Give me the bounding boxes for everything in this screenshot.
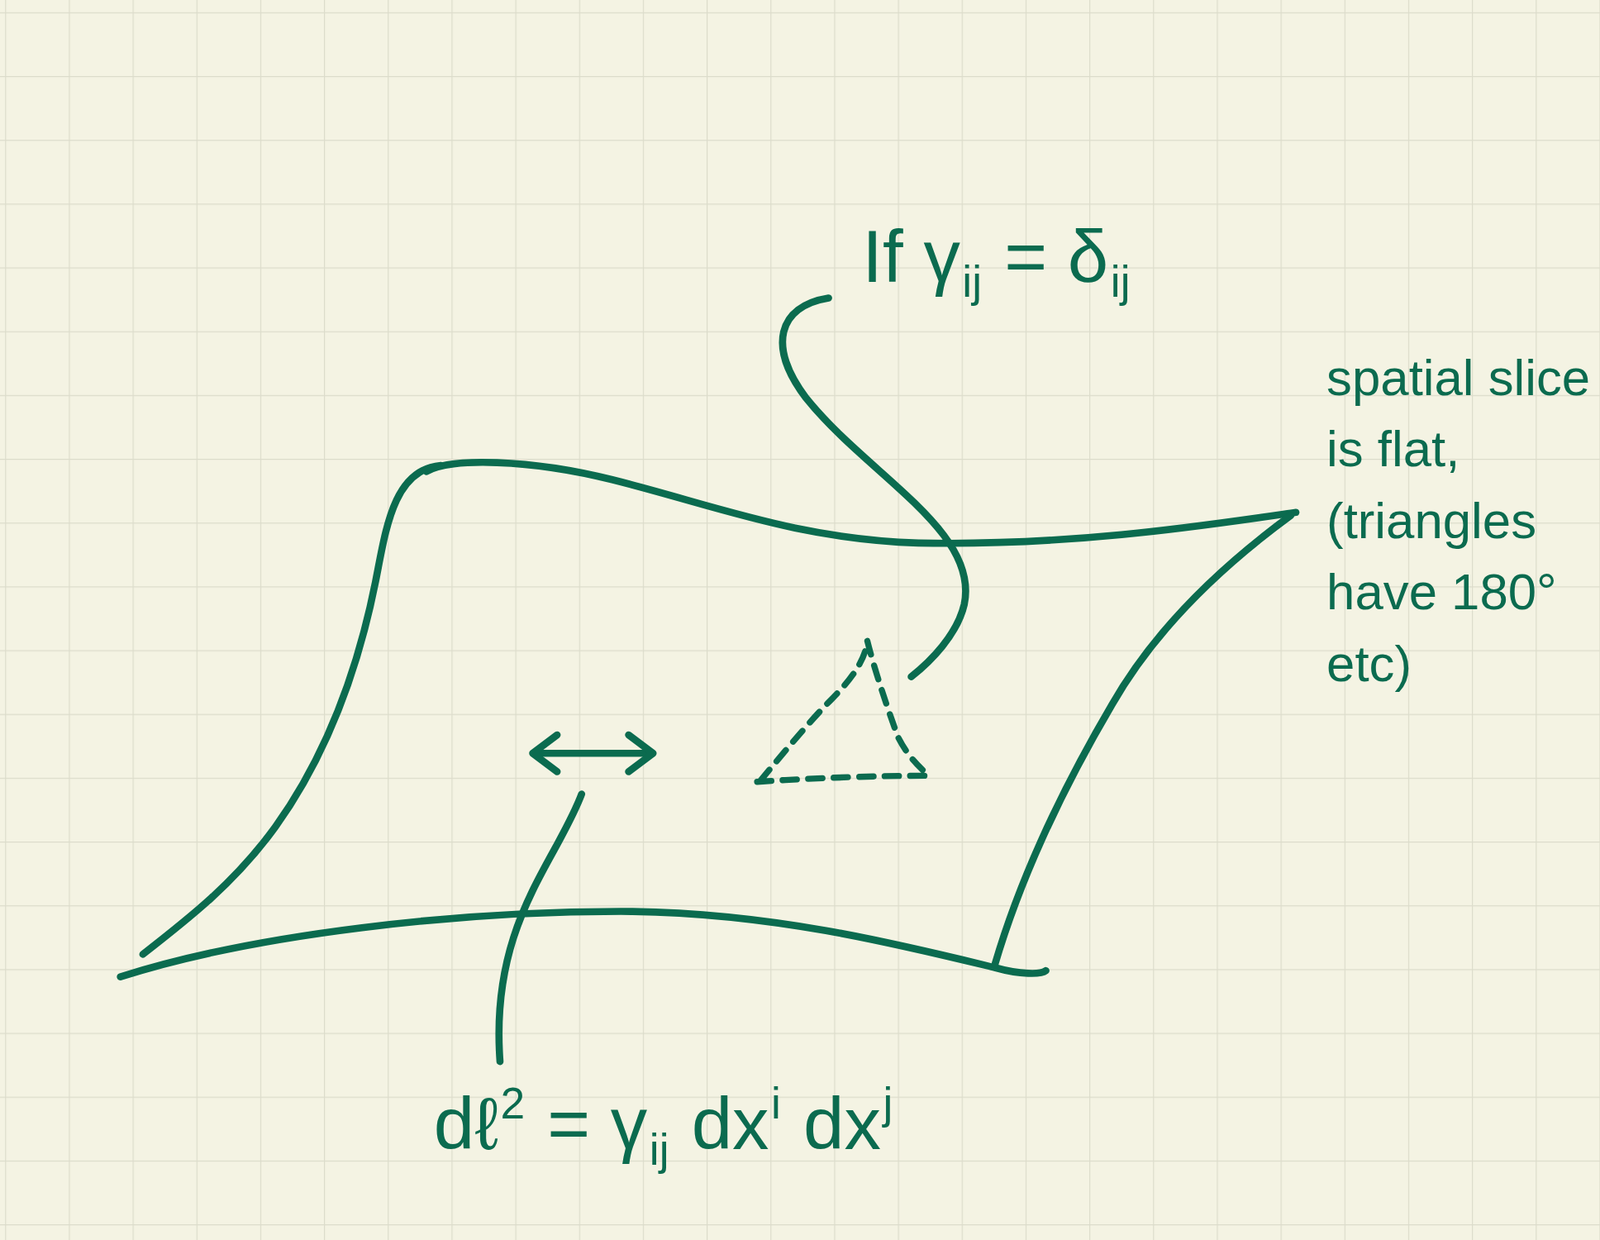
math-text: dx bbox=[803, 1079, 881, 1168]
flatness-note: spatial slice is flat, (triangles have 1… bbox=[979, 342, 1592, 843]
double-arrow bbox=[534, 749, 652, 758]
math-text: dℓ bbox=[433, 1079, 499, 1168]
note-text: spatial slice is flat, (triangles have 1… bbox=[1326, 348, 1591, 692]
sheet-right-edge bbox=[995, 515, 1291, 965]
leader-line bbox=[782, 298, 967, 677]
index-subscript: ij bbox=[961, 256, 982, 310]
sheet-bottom-edge bbox=[120, 911, 1047, 977]
leader-line bbox=[499, 794, 582, 1062]
math-text: = δ bbox=[1004, 212, 1109, 301]
index-superscript: i bbox=[771, 1077, 781, 1131]
math-text: If γ bbox=[861, 212, 961, 301]
index-subscript: ij bbox=[1110, 256, 1131, 310]
triangle-sketch bbox=[757, 640, 929, 781]
math-text: dx bbox=[691, 1079, 770, 1168]
arrow-head bbox=[628, 734, 654, 772]
sheet-top-edge bbox=[426, 461, 1296, 543]
index-superscript: j bbox=[882, 1077, 893, 1131]
text-indent-spacer bbox=[979, 413, 1327, 843]
arrow-head bbox=[533, 734, 558, 772]
math-text: = γ bbox=[547, 1079, 648, 1168]
sheet-left-edge bbox=[142, 465, 442, 954]
metric-condition: If γij= δij bbox=[861, 212, 1130, 301]
index-subscript: ij bbox=[649, 1123, 670, 1177]
line-element-equation: dℓ2= γijdxidxj bbox=[433, 1079, 894, 1168]
index-superscript: 2 bbox=[500, 1077, 525, 1131]
